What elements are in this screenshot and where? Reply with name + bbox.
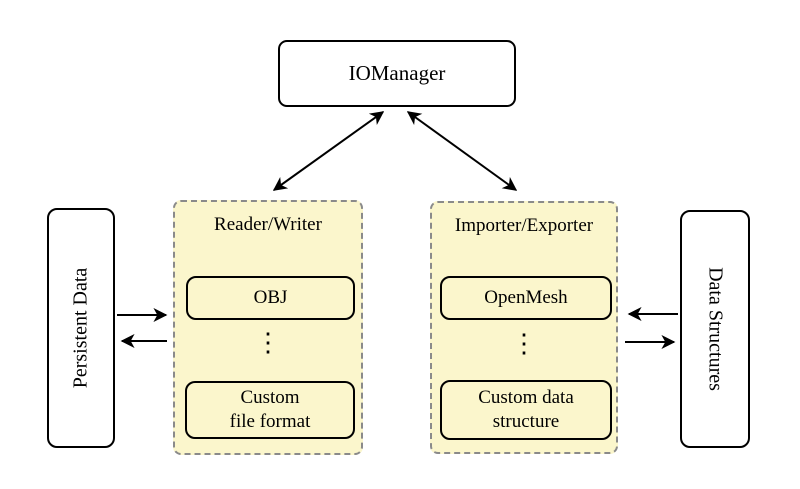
iomanager-node: IOManager <box>278 40 516 107</box>
custom-file-format-node: Custom file format <box>185 381 355 439</box>
custom-file-format-line1: Custom <box>240 387 300 409</box>
persistent-data-node: Persistent Data <box>47 208 115 448</box>
openmesh-node: OpenMesh <box>440 276 612 320</box>
custom-data-structure-label: Custom data structure <box>478 386 574 434</box>
obj-node: OBJ <box>186 276 355 320</box>
custom-data-structure-line2: structure <box>492 411 560 432</box>
importer-exporter-title: Importer/Exporter <box>454 215 594 236</box>
custom-file-format-label: Custom file format <box>230 386 311 434</box>
data-structures-node: Data Structures <box>680 210 750 448</box>
openmesh-label: OpenMesh <box>484 287 568 309</box>
persistent-data-label: Persistent Data <box>69 267 92 389</box>
iomanager-label: IOManager <box>348 60 446 85</box>
custom-data-structure-line1: Custom data <box>478 387 574 409</box>
custom-file-format-line2: file format <box>229 411 311 432</box>
arrow-iomanager-importer-exporter <box>406 111 518 191</box>
obj-label: OBJ <box>253 287 288 309</box>
custom-data-structure-node: Custom data structure <box>440 380 612 440</box>
arrow-iomanager-reader-writer <box>272 111 385 191</box>
data-structures-label: Data Structures <box>704 267 727 391</box>
importer-exporter-panel: Importer/Exporter OpenMesh ⋮ Custom data… <box>430 201 618 454</box>
reader-writer-panel: Reader/Writer OBJ ⋮ Custom file format <box>173 200 363 455</box>
reader-writer-ellipsis: ⋮ <box>255 328 281 357</box>
importer-exporter-ellipsis: ⋮ <box>511 329 537 358</box>
reader-writer-title: Reader/Writer <box>214 214 322 235</box>
